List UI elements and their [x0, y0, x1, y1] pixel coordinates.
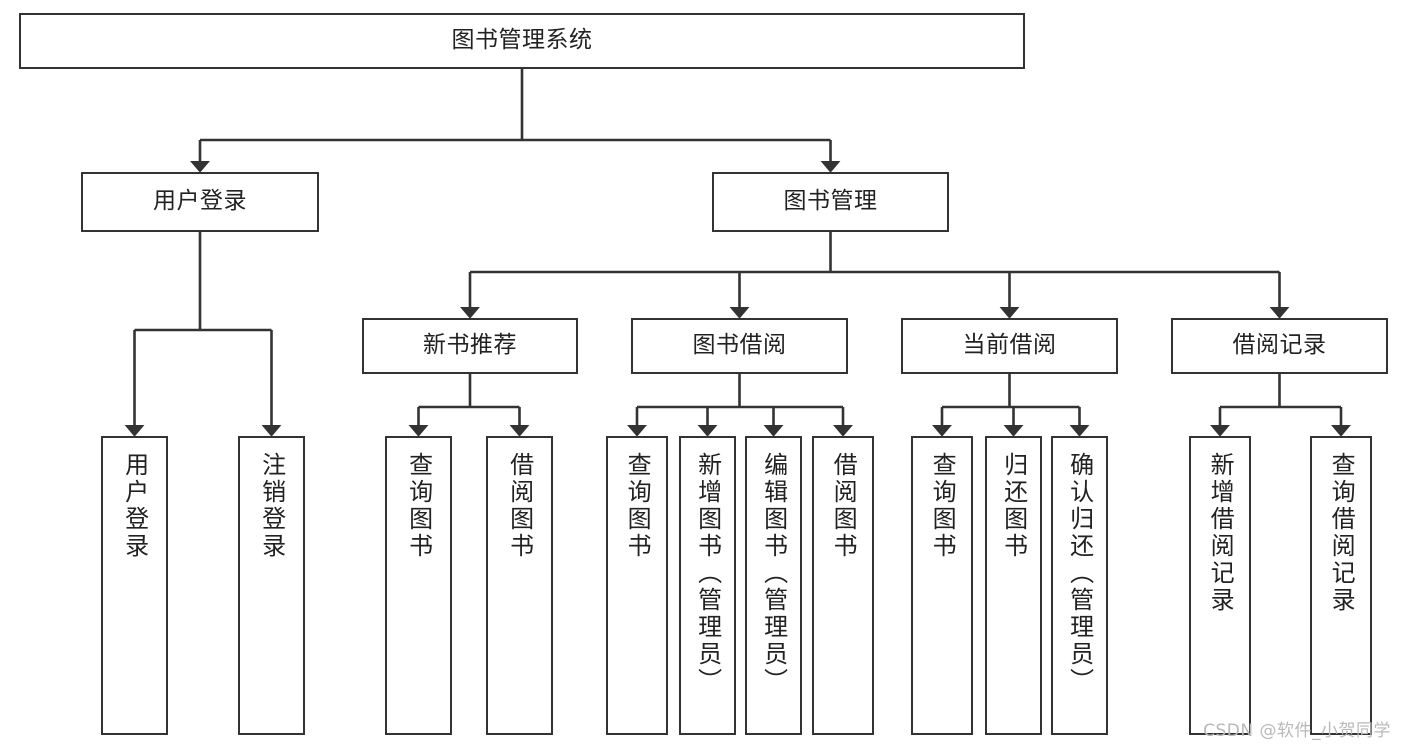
node-label: 查询图书: [928, 452, 957, 560]
node-label: 新书推荐: [423, 332, 517, 359]
node-label: 图书借阅: [692, 332, 787, 359]
node-leaf-0: 用户登录: [101, 436, 168, 735]
node-level3-0: 新书推荐: [362, 318, 578, 374]
node-leaf-1: 注销登录: [238, 436, 305, 735]
node-label: 图书管理系统: [451, 27, 593, 54]
node-label: 确认归还（管理员）: [1065, 452, 1094, 695]
node-label: 当前借阅: [962, 332, 1057, 359]
node-label: 注销登录: [257, 452, 286, 560]
node-label: 归还图书: [999, 452, 1028, 560]
node-label: 查询借阅记录: [1327, 452, 1356, 614]
node-label: 新增借阅记录: [1206, 452, 1235, 614]
node-label: 编辑图书（管理员）: [759, 452, 788, 695]
node-label: 借阅记录: [1232, 332, 1327, 359]
node-label: 借阅图书: [505, 452, 534, 560]
node-label: 用户登录: [153, 188, 247, 215]
node-leaf-9: 归还图书: [985, 436, 1042, 735]
node-leaf-12: 查询借阅记录: [1310, 436, 1372, 735]
node-label: 借阅图书: [829, 452, 858, 560]
node-leaf-10: 确认归还（管理员）: [1051, 436, 1108, 735]
node-leaf-11: 新增借阅记录: [1189, 436, 1251, 735]
node-label: 查询图书: [623, 452, 652, 560]
node-label: 新增图书（管理员）: [693, 452, 722, 695]
node-label: 用户登录: [120, 452, 149, 560]
node-label: 图书管理: [783, 188, 878, 215]
node-level3-3: 借阅记录: [1171, 318, 1388, 374]
node-leaf-5: 新增图书（管理员）: [679, 436, 736, 735]
node-level2-0: 用户登录: [81, 172, 319, 232]
node-leaf-4: 查询图书: [606, 436, 668, 735]
node-label: 查询图书: [404, 452, 433, 560]
node-level2-1: 图书管理: [712, 172, 949, 232]
node-level3-1: 图书借阅: [631, 318, 848, 374]
node-leaf-6: 编辑图书（管理员）: [745, 436, 802, 735]
node-leaf-3: 借阅图书: [486, 436, 553, 735]
node-leaf-7: 借阅图书: [812, 436, 874, 735]
node-leaf-2: 查询图书: [385, 436, 452, 735]
node-level3-2: 当前借阅: [901, 318, 1118, 374]
node-leaf-8: 查询图书: [911, 436, 973, 735]
node-root: 图书管理系统: [19, 13, 1025, 69]
